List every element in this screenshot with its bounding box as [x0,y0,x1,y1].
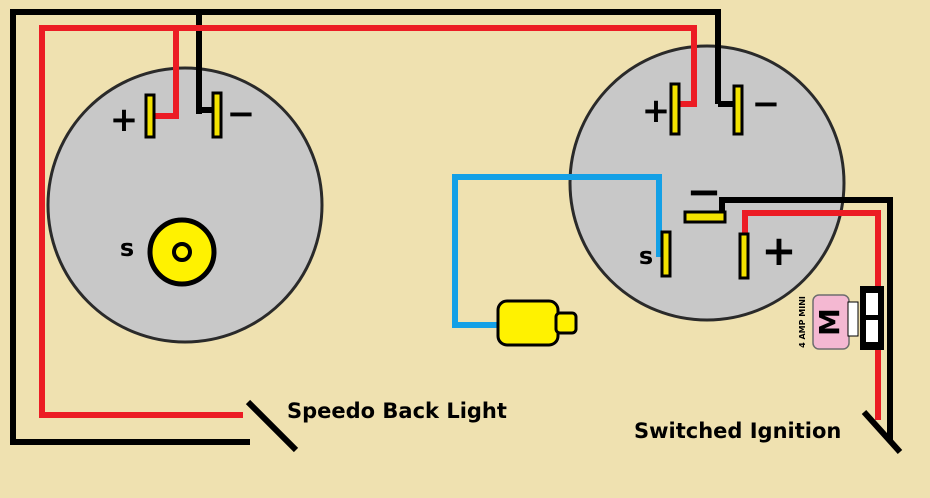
right-minus-lower-label: − [686,167,721,216]
left-s-label: s [120,234,134,262]
left-minus-terminal [211,91,223,139]
fuse-holder-slot-bottom [866,320,878,342]
fuse-holder-slot-top [866,293,878,315]
right-minus-label: − [752,84,781,124]
red-wire-left-loop [39,25,243,418]
fuse-housing [847,301,859,337]
fuse-label: 4 AMP MINI [798,296,807,348]
black-wire-right-lower [719,197,893,440]
red-wire-main [150,25,697,119]
right-s-label: s [639,242,653,270]
left-minus-label: − [227,94,256,134]
left-bulb-center [172,242,192,262]
right-s-terminal [660,230,672,278]
right-plus-lower-label: + [761,226,796,275]
fuse-m-mark: M [813,308,846,336]
switched-ignition-label: Switched Ignition [634,419,841,443]
blue-wire [452,174,667,328]
bulb-base [554,311,578,335]
left-gauge [46,66,324,344]
black-wire-left-loop [10,9,250,445]
speedo-switch [245,399,299,453]
black-wire-main [196,9,721,114]
left-plus-terminal [144,93,156,139]
right-ignition-terminal [738,232,750,280]
right-gauge [568,44,846,322]
speedo-back-light-label: Speedo Back Light [287,399,507,423]
left-plus-label: + [110,100,139,140]
right-ground-terminal [683,210,727,224]
right-plus-label: + [642,91,671,131]
right-minus-terminal [732,84,744,136]
ignition-switch [861,409,903,455]
bulb-body [496,299,560,347]
right-plus-terminal [669,82,681,136]
